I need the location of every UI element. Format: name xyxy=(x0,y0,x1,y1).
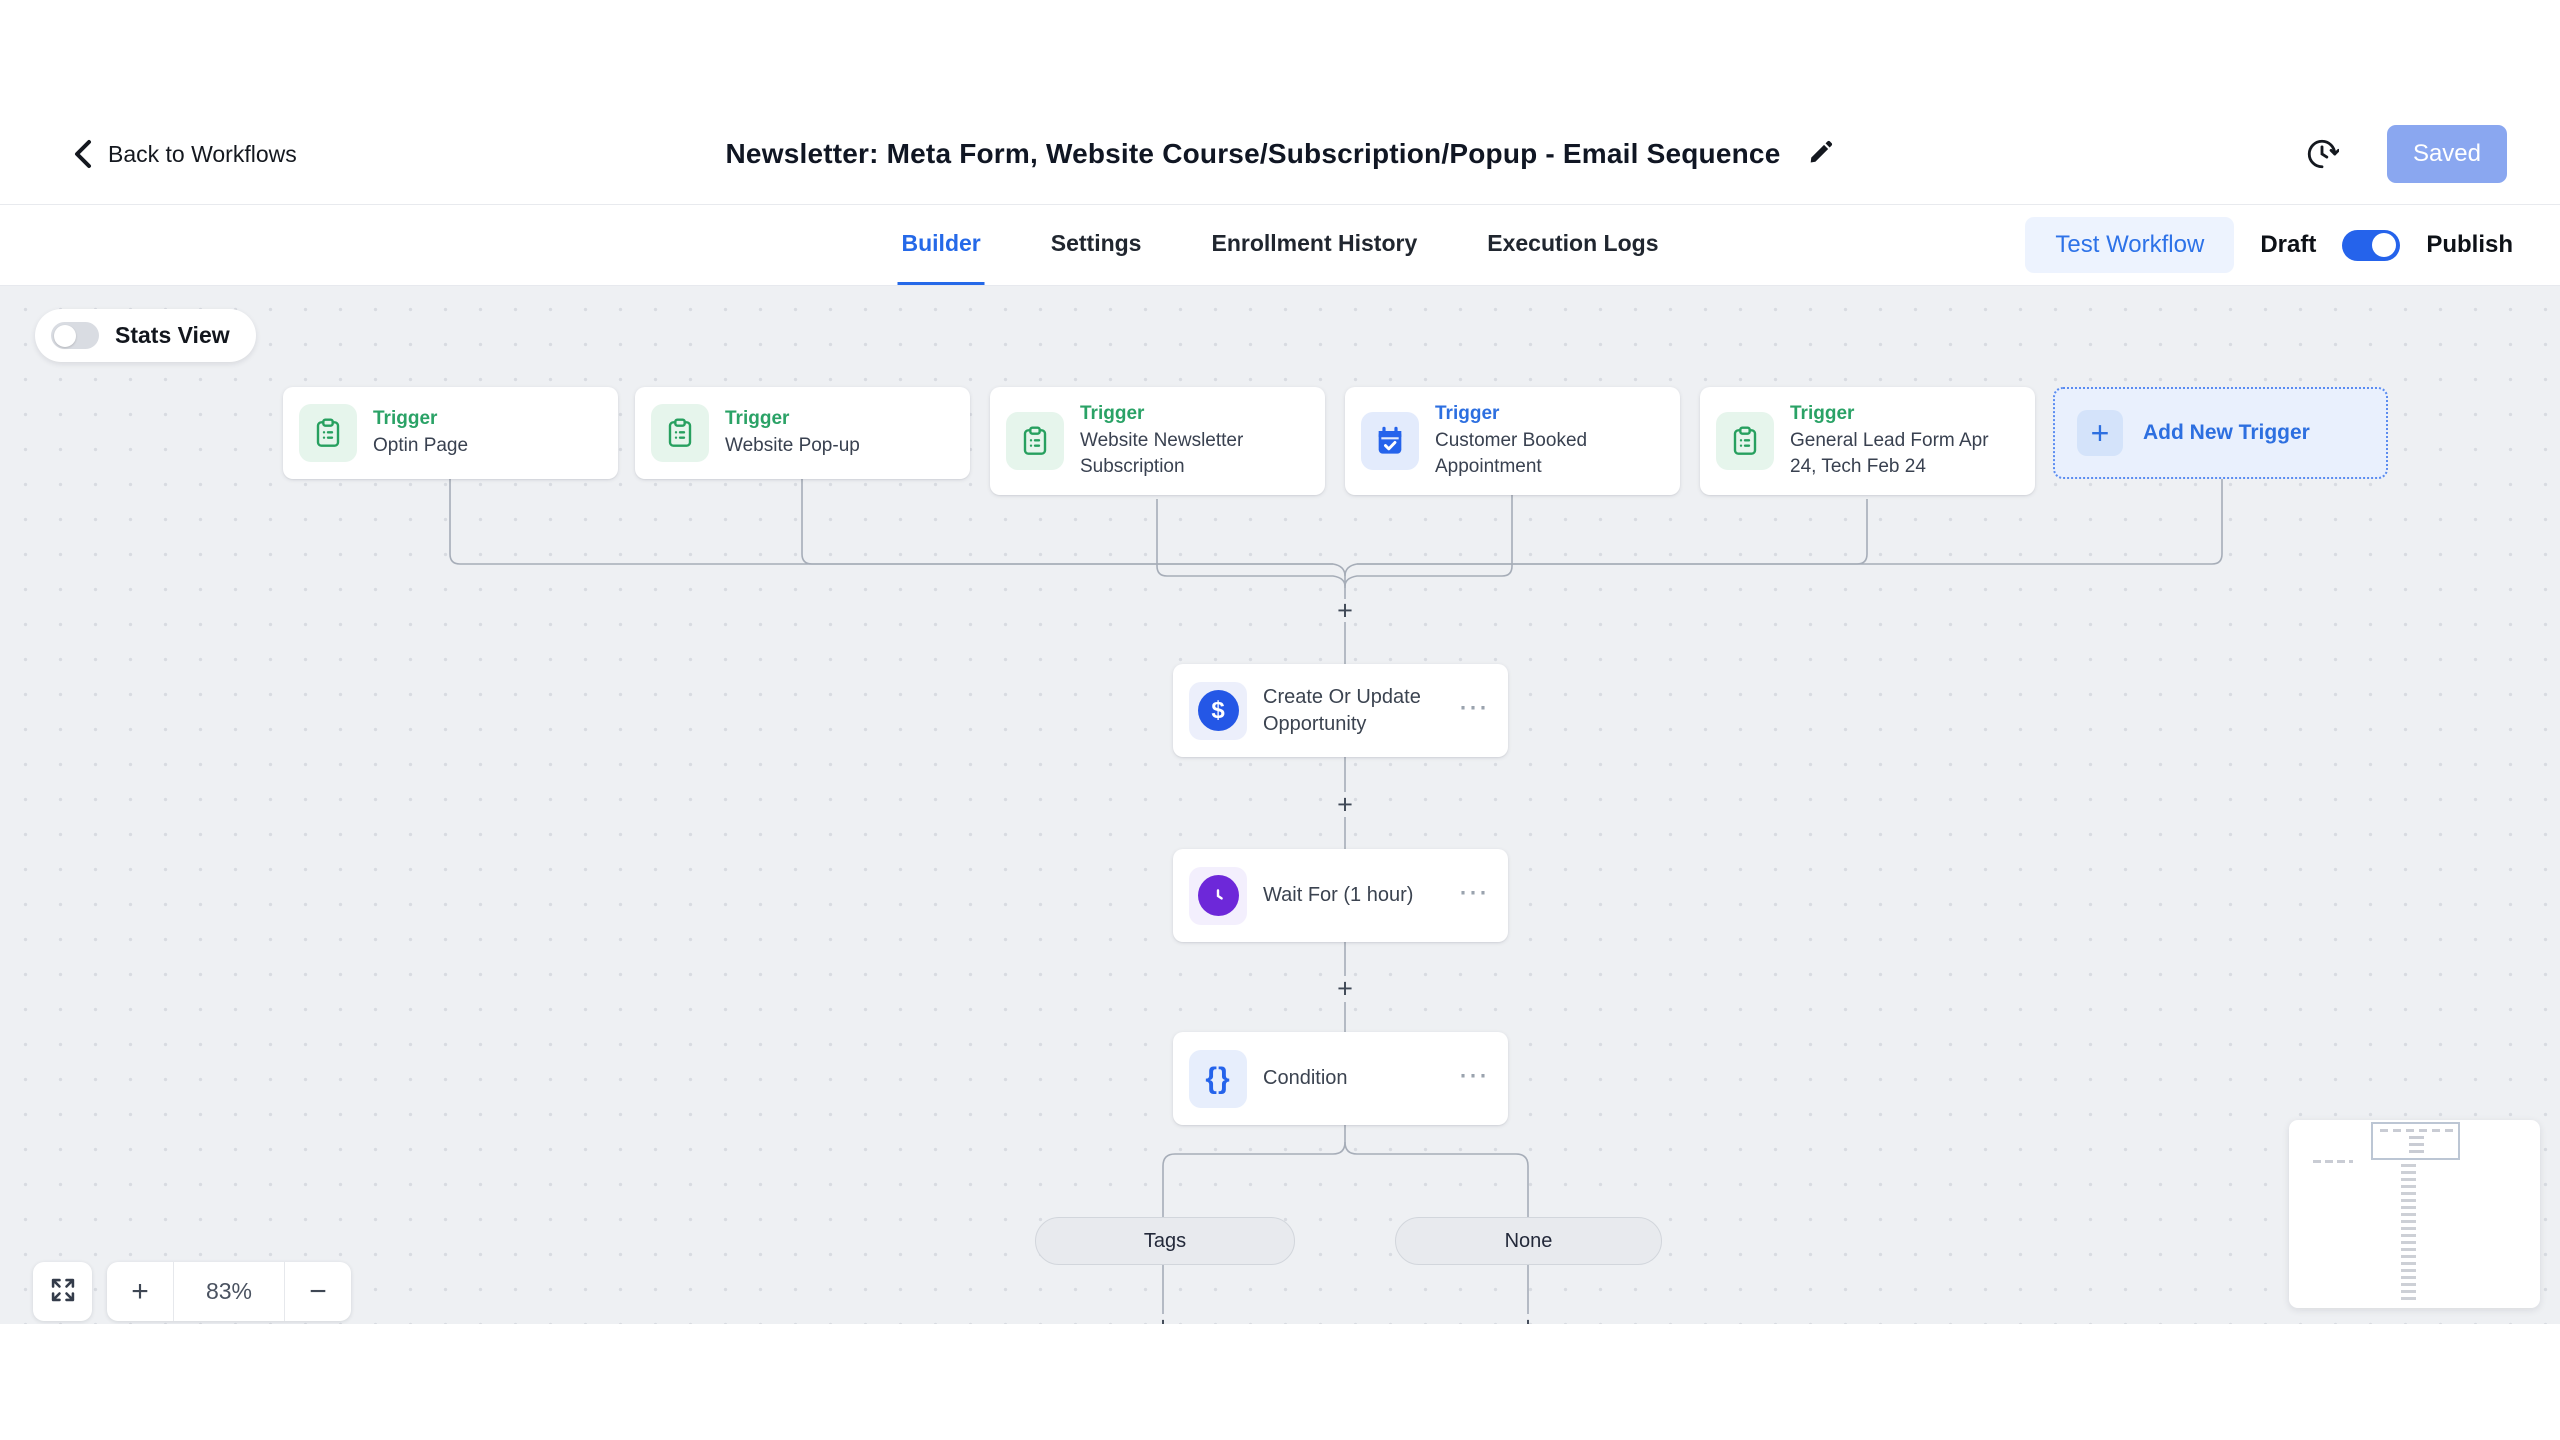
trigger-card-general-lead-form[interactable]: Trigger General Lead Form Apr 24, Tech F… xyxy=(1700,387,2035,496)
node-wait-for[interactable]: Wait For (1 hour) ⋯ xyxy=(1173,849,1508,942)
node-menu-dots-icon[interactable]: ⋯ xyxy=(1458,1059,1490,1093)
saved-button[interactable]: Saved xyxy=(2386,125,2507,183)
node-create-or-update-opportunity[interactable]: $ Create Or Update Opportunity ⋯ xyxy=(1173,664,1508,757)
trigger-name: Optin Page xyxy=(373,434,469,456)
tab-execution-logs[interactable]: Execution Logs xyxy=(1487,230,1659,256)
workflow-canvas[interactable]: Stats View Trigger Optin Page Trigger We… xyxy=(0,286,2560,1324)
wait-clock-icon xyxy=(1189,866,1247,925)
trigger-name: Website Newsletter Subscription xyxy=(1080,430,1244,477)
add-action-button[interactable]: + xyxy=(1337,789,1353,820)
node-menu-dots-icon[interactable]: ⋯ xyxy=(1458,876,1490,910)
trigger-name: Customer Booked Appointment xyxy=(1435,430,1588,477)
trigger-label: Trigger xyxy=(1435,403,1500,424)
tab-settings[interactable]: Settings xyxy=(1050,230,1142,256)
back-label: Back to Workflows xyxy=(108,140,297,167)
stats-view-pill: Stats View xyxy=(35,309,256,362)
clipboard-icon xyxy=(299,404,357,462)
braces-glyph: {} xyxy=(1205,1061,1231,1095)
add-action-button[interactable]: + xyxy=(1520,1313,1536,1324)
add-new-trigger-button[interactable]: + Add New Trigger xyxy=(2053,387,2388,479)
version-history-icon[interactable] xyxy=(2305,137,2339,171)
trigger-label: Trigger xyxy=(373,407,438,429)
tab-bar-right: Test Workflow Draft Publish xyxy=(2025,205,2513,285)
trigger-card-booked-appointment[interactable]: Trigger Customer Booked Appointment xyxy=(1345,387,1680,496)
zoom-level: 83% xyxy=(173,1262,285,1321)
stats-view-toggle-knob xyxy=(54,324,76,347)
stats-view-label: Stats View xyxy=(115,322,230,348)
node-condition[interactable]: {} Condition ⋯ xyxy=(1173,1032,1508,1125)
expand-arrows-icon xyxy=(49,1276,77,1307)
minimap[interactable] xyxy=(2289,1120,2540,1308)
node-title: Condition xyxy=(1263,1067,1348,1089)
tab-builder[interactable]: Builder xyxy=(897,205,985,285)
edit-title-pencil-icon[interactable] xyxy=(1808,139,1834,170)
workflow-title: Newsletter: Meta Form, Website Course/Su… xyxy=(725,138,1781,169)
stats-view-toggle[interactable] xyxy=(51,322,99,349)
clipboard-icon xyxy=(651,404,709,462)
zoom-out-button[interactable]: − xyxy=(309,1274,327,1308)
trigger-label: Trigger xyxy=(725,407,790,429)
zoom-in-button[interactable]: + xyxy=(131,1274,149,1308)
zoom-control: + 83% − xyxy=(107,1262,351,1321)
plus-icon: + xyxy=(2077,410,2123,456)
trigger-label: Trigger xyxy=(1080,403,1145,424)
title-bar-row: Back to Workflows Newsletter: Meta Form,… xyxy=(0,122,2560,186)
test-workflow-button[interactable]: Test Workflow xyxy=(2025,217,2235,273)
branch-none[interactable]: None xyxy=(1395,1217,1662,1265)
tabs: Builder Settings Enrollment History Exec… xyxy=(897,205,1663,285)
minimap-viewport[interactable] xyxy=(2371,1122,2460,1160)
trigger-name: General Lead Form Apr 24, Tech Feb 24 xyxy=(1790,430,1989,477)
publish-label: Publish xyxy=(2426,231,2513,258)
tab-bar: Builder Settings Enrollment History Exec… xyxy=(0,205,2560,286)
add-action-button[interactable]: + xyxy=(1337,973,1353,1004)
bottom-gutter xyxy=(0,1324,2560,1439)
tab-enrollment-history[interactable]: Enrollment History xyxy=(1211,230,1418,256)
title-bar-right: Saved xyxy=(2305,125,2507,183)
draft-label: Draft xyxy=(2260,231,2317,258)
minimap-node-column xyxy=(2401,1164,2416,1302)
trigger-label: Trigger xyxy=(1790,403,1855,424)
publish-toggle[interactable] xyxy=(2342,229,2401,261)
minimap-dash xyxy=(2313,1160,2353,1163)
clipboard-icon xyxy=(1716,412,1774,471)
trigger-card-optin-page[interactable]: Trigger Optin Page xyxy=(283,387,618,479)
dollar-glyph: $ xyxy=(1211,696,1225,724)
fit-view-button[interactable] xyxy=(33,1262,92,1321)
trigger-card-website-popup[interactable]: Trigger Website Pop-up xyxy=(635,387,970,479)
trigger-name: Website Pop-up xyxy=(725,434,860,456)
minimap-trigger-row xyxy=(2380,1129,2454,1132)
chevron-left-icon xyxy=(72,139,94,169)
calendar-check-icon xyxy=(1361,412,1419,471)
minimap-node-stack xyxy=(2409,1136,2424,1157)
add-action-button[interactable]: + xyxy=(1155,1313,1171,1324)
add-new-trigger-label: Add New Trigger xyxy=(2143,421,2310,444)
title-bar: Back to Workflows Newsletter: Meta Form,… xyxy=(0,0,2560,205)
node-menu-dots-icon[interactable]: ⋯ xyxy=(1458,691,1490,725)
node-title: Wait For (1 hour) xyxy=(1263,884,1414,906)
branch-tags[interactable]: Tags xyxy=(1035,1217,1295,1265)
title-wrap: Newsletter: Meta Form, Website Course/Su… xyxy=(726,138,1835,170)
node-title: Create Or Update Opportunity xyxy=(1263,685,1421,735)
condition-braces-icon: {} xyxy=(1189,1049,1247,1108)
back-to-workflows-link[interactable]: Back to Workflows xyxy=(72,139,297,169)
add-action-button[interactable]: + xyxy=(1337,595,1353,626)
publish-toggle-knob xyxy=(2372,233,2397,257)
opportunity-dollar-icon: $ xyxy=(1189,681,1247,740)
clipboard-icon xyxy=(1006,412,1064,471)
trigger-card-newsletter-subscription[interactable]: Trigger Website Newsletter Subscription xyxy=(990,387,1325,496)
